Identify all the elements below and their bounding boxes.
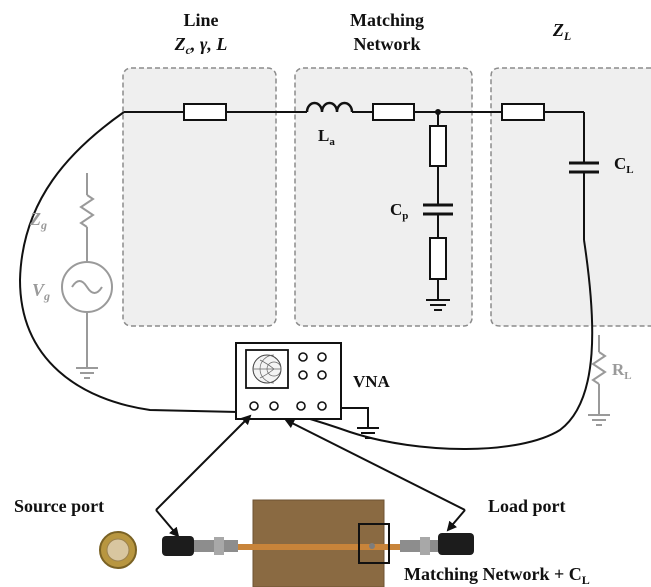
load-resistor-rl-label: RL: [612, 360, 632, 382]
line-resistor: [183, 103, 227, 121]
line-block-title: Line: [183, 10, 218, 30]
line-block: [122, 67, 277, 327]
matching-network-highlight: [358, 523, 390, 564]
load-block: [490, 67, 651, 327]
pcb-board: [253, 500, 384, 587]
inductor-la: [305, 101, 354, 113]
port-arrows: [155, 414, 466, 538]
vna-label: VNA: [353, 372, 391, 391]
shunt-ground-icon: [426, 299, 450, 311]
vna-ground-icon: [341, 407, 379, 439]
load-sma: [400, 540, 438, 552]
load-block-title: ZL: [552, 20, 571, 43]
vna-instrument: [235, 342, 342, 420]
main-line-wire: [18, 111, 594, 450]
prototype-photo: [99, 499, 474, 587]
capacitor-cl-label: CL: [614, 154, 634, 176]
shunt-junction: [435, 109, 441, 115]
capacitor-cp-label: Cp: [390, 200, 408, 222]
source-cable: [162, 536, 194, 556]
shunt-resistor-bottom: [429, 237, 447, 280]
vna-port-2-icon: [269, 401, 279, 411]
load-cable: [438, 533, 474, 555]
matching-network-caption: Matching Network + CL: [404, 564, 590, 587]
generator-source: [61, 173, 113, 379]
matching-network-title-1: Matching: [350, 10, 424, 30]
matching-series-resistor: [372, 103, 415, 121]
generator-vg-label: Vg: [32, 280, 50, 303]
vna-port-1-icon: [249, 401, 259, 411]
shunt-resistor-top: [429, 125, 447, 167]
source-port-label: Source port: [14, 496, 104, 516]
matching-network-block: [294, 67, 473, 327]
matching-network-title-2: Network: [354, 34, 421, 54]
line-block-params: Zc, γ, L: [174, 34, 228, 57]
load-series-resistor: [501, 103, 545, 121]
generator-zg-label: Zg: [29, 209, 47, 232]
load-resistor-rl: [588, 335, 610, 426]
load-port-label: Load port: [488, 496, 566, 516]
inductor-la-label: La: [318, 126, 335, 148]
pcb-trace: [237, 544, 407, 550]
